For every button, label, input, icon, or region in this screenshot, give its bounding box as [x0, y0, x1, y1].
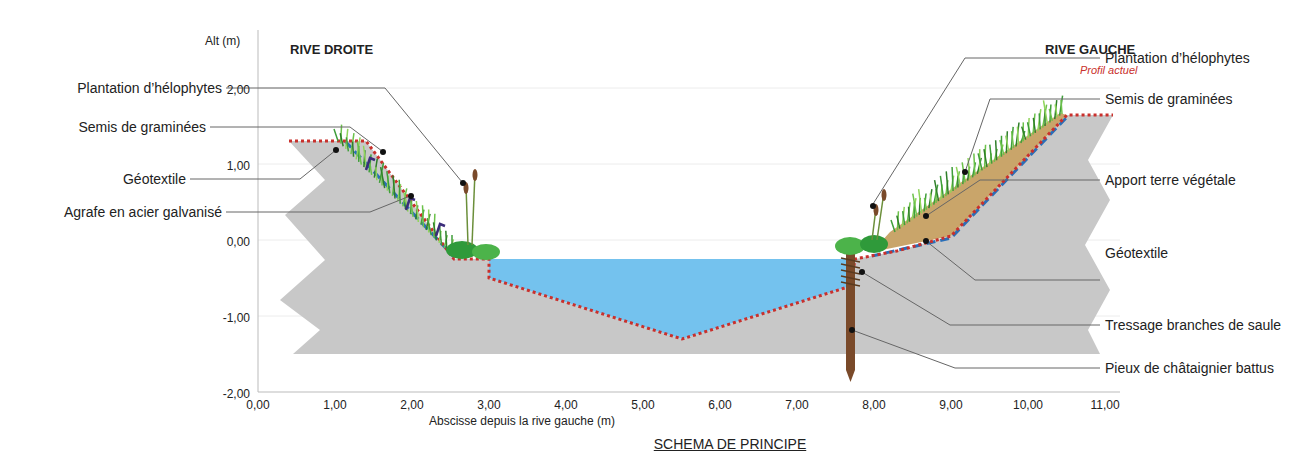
axis-tick: 0,00 [227, 234, 250, 250]
callout-label: Tressage branches de saule [1105, 317, 1281, 333]
callout-label: Plantation d’hélophytes [1105, 50, 1250, 66]
geotextile-left [345, 141, 454, 257]
topsoil [872, 113, 1067, 252]
axis-tick: 2,00 [227, 82, 250, 98]
axis-tick: 11,00 [1090, 397, 1119, 413]
callout-label: Géotextile [123, 171, 186, 187]
axis-tick: 5,00 [631, 397, 654, 413]
grass [334, 96, 1063, 256]
axis-tick: 10,00 [1013, 397, 1043, 413]
axis-tick: -2,00 [223, 386, 250, 402]
callout-label: Plantation d’hélophytes [77, 80, 222, 96]
x-axis [258, 392, 1120, 393]
axis-title: Abscisse depuis la rive gauche (m) [429, 413, 615, 429]
callout-label: Pieux de châtaignier battus [1105, 360, 1274, 376]
heading-label: RIVE DROITE [290, 42, 373, 58]
axis-tick: 1,00 [227, 158, 250, 174]
y-axis [258, 30, 259, 392]
callout-label: Semis de graminées [1105, 91, 1233, 107]
current-profile [289, 115, 1113, 339]
leader-dots [333, 147, 968, 333]
axis-tick: 3,00 [477, 397, 500, 413]
axis-tick: 2,00 [400, 397, 423, 413]
axis-tick: 6,00 [708, 397, 731, 413]
ground [280, 115, 1113, 354]
callout-label: Semis de graminées [78, 119, 206, 135]
callout-label: Géotextile [1105, 245, 1168, 261]
staples [366, 158, 445, 236]
axis-tick: 4,00 [554, 397, 577, 413]
axis-tick: 7,00 [785, 397, 808, 413]
helophytes [446, 169, 888, 260]
water [489, 259, 851, 339]
leader-lines [190, 58, 1100, 368]
heading-label: Alt (m) [205, 33, 240, 49]
callout-label: Apport terre végétale [1105, 172, 1236, 188]
axis-tick: 1,00 [323, 397, 346, 413]
callout-label: Agrafe en acier galvanisé [64, 204, 222, 220]
axis-tick: 0,00 [246, 397, 269, 413]
caption: SCHEMA DE PRINCIPE [654, 436, 806, 452]
axis-tick: 9,00 [939, 397, 962, 413]
axis-tick: -1,00 [223, 310, 250, 326]
willow-weave [841, 258, 860, 286]
axis-tick: 8,00 [862, 397, 885, 413]
